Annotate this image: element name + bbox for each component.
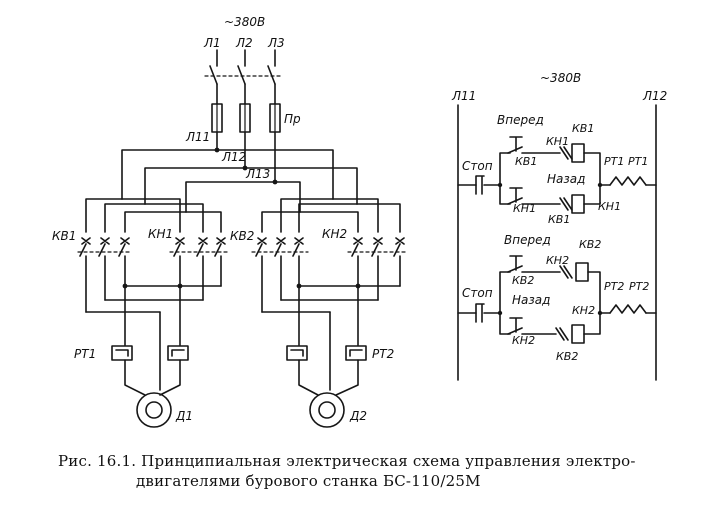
contactor-kv2-contacts <box>251 237 309 257</box>
line-label-l11: Л11 <box>185 130 210 144</box>
motor-d1 <box>136 392 172 428</box>
supply-voltage-label-left: ~380В <box>224 15 265 29</box>
contact-label-kv2-a: КВ2 <box>579 238 601 251</box>
contact-label-pt2-b: РТ2 <box>629 280 649 293</box>
contact-label-kv1-b: КВ1 <box>515 155 537 168</box>
bus-l12 <box>144 167 358 205</box>
contactor-label-kv2: КВ2 <box>230 229 254 243</box>
supply-voltage-label-right: ~380В <box>540 71 581 85</box>
button-label-stop-2: Стоп <box>462 286 493 300</box>
main-switch-blade-3 <box>267 65 276 85</box>
contact-label-kn1-b: КН1 <box>513 202 536 215</box>
relay-label-pt1: РТ1 <box>74 347 96 361</box>
contact-label-kn2-c: КН2 <box>572 304 595 317</box>
control-line-label-l11: Л11 <box>451 89 476 103</box>
control-circuit: ~380В Л11 Л12 Вперед Стоп Назад КВ1 КН1 … <box>451 71 667 381</box>
contactor-kn1-contacts <box>169 237 229 257</box>
button-label-stop-1: Стоп <box>462 159 493 173</box>
phase-label-l2: Л2 <box>235 36 253 50</box>
caption-line-1: Рис. 16.1. Принципиальная электрическая … <box>58 452 636 470</box>
contact-label-kv1-c: КВ1 <box>548 213 570 226</box>
figure-caption: Рис. 16.1. Принципиальная электрическая … <box>58 451 678 491</box>
contact-label-kv1-a: КВ1 <box>572 122 594 135</box>
contactor-label-kn2: КН2 <box>322 227 347 241</box>
button-label-back-1: Назад <box>547 172 585 186</box>
contact-label-pt1-b: РТ1 <box>628 155 648 168</box>
control-line-label-l12: Л12 <box>642 89 667 103</box>
power-circuit: ~380В Л1 Л2 Л3 Пр Л11 Л12 Л13 <box>52 15 409 428</box>
contact-label-pt2-a: РТ2 <box>604 280 624 293</box>
contact-label-kn2-a: КН2 <box>546 254 569 267</box>
phase-label-l3: Л3 <box>267 36 285 50</box>
contact-label-kn2-b: КН2 <box>512 334 535 347</box>
contact-label-kv2-c: КВ2 <box>556 350 578 363</box>
button-label-forward-1: Вперед <box>497 113 544 127</box>
contactor-label-kv1: КВ1 <box>52 229 76 243</box>
bus-l11 <box>121 149 334 200</box>
main-switch-blade-2 <box>237 65 246 85</box>
contactor-kv1-contacts <box>77 237 133 257</box>
contactor-label-kn1: КН1 <box>148 227 173 241</box>
thermal-relay-pt1 <box>111 345 189 361</box>
bus-l13 <box>185 181 301 213</box>
motor-label-d2: Д2 <box>349 409 367 423</box>
main-switch-blade-1 <box>209 65 218 85</box>
phase-label-l1: Л1 <box>203 36 221 50</box>
relay-label-pt2: РТ2 <box>372 347 394 361</box>
motor-label-d1: Д1 <box>175 409 193 423</box>
caption-line-2: двигателями бурового станка БС-110/25М <box>136 472 481 490</box>
contact-label-kn1-c: КН1 <box>598 200 621 213</box>
fuse-label: Пр <box>284 112 301 126</box>
line-label-l13: Л13 <box>245 167 270 181</box>
thermal-relay-pt2 <box>286 345 367 361</box>
button-label-forward-2: Вперед <box>504 233 551 247</box>
contactor-kn2-contacts <box>347 237 409 257</box>
button-label-back-2: Назад <box>512 293 550 307</box>
line-label-l12: Л12 <box>221 150 246 164</box>
motor-d2 <box>309 392 345 428</box>
contact-label-kv2-b: КВ2 <box>512 274 534 287</box>
contact-label-kn1-a: КН1 <box>546 135 569 148</box>
contact-label-pt1-a: РТ1 <box>604 155 624 168</box>
